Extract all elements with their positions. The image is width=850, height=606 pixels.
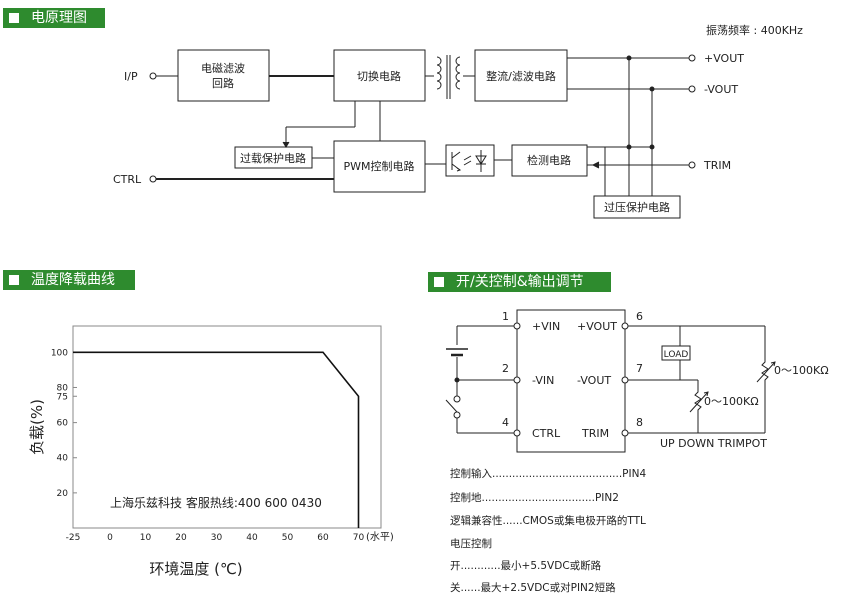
chart-y-tick-label: 40 (57, 454, 69, 464)
overvoltage-protection-label: 过压保护电路 (604, 200, 670, 214)
oscillation-frequency: 振荡频率 : 400KHz (706, 23, 803, 37)
detection-label: 检测电路 (527, 153, 571, 167)
chart-x-tick-label: 0 (107, 533, 113, 543)
control-note-2: 控制地..................................PIN… (450, 492, 619, 504)
chart-watermark: 上海乐兹科技 客服热线:400 600 0430 (110, 495, 322, 510)
ctrl-label: CTRL (113, 173, 142, 186)
control-note-1: 控制输入....................................… (450, 468, 647, 480)
chart-y-tick-label: 80 (57, 383, 69, 393)
chart-x-unit: (水平) (366, 531, 394, 543)
control-header: 开/关控制&输出调节 (428, 272, 611, 292)
derating-header: 温度降载曲线 (3, 270, 135, 290)
vout-pos-terminal (688, 54, 696, 62)
resistor-2-label: 0～100KΩ (704, 395, 759, 408)
switch-icon (445, 395, 461, 419)
pin-4: 4 (502, 416, 509, 429)
chart-x-tick-label: 70 (353, 533, 365, 543)
chart-y-axis-label: 负载(%) (28, 399, 46, 455)
chart-y-tick-label: 60 (57, 419, 69, 429)
chart-x-tick-label: -25 (66, 533, 81, 543)
overvoltage-protection-block (593, 195, 681, 219)
chart-plot-frame (72, 325, 382, 529)
schematic-header: 电原理图 (3, 8, 105, 28)
module-block (516, 309, 626, 453)
overload-protection-block (234, 146, 313, 169)
ctrl-pin-label: CTRL (532, 427, 561, 440)
pin-8: 8 (636, 416, 643, 429)
input-terminal (149, 72, 157, 80)
square-bullet-icon (9, 275, 19, 285)
square-bullet-icon (9, 13, 19, 23)
pwm-control-label: PWM控制电路 (343, 159, 414, 173)
vout-pos-label: +VOUT (704, 52, 744, 65)
chart-x-tick-label: 20 (175, 533, 187, 543)
vout-neg-terminal (688, 85, 696, 93)
derating-curve (73, 351, 360, 528)
chart-x-axis-label: 环境温度 (℃) (149, 560, 242, 578)
pin-1: 1 (502, 310, 509, 323)
control-note-5: 开............最小+5.5VDC或断路 (450, 560, 602, 572)
emi-filter-label-2: 回路 (212, 77, 234, 90)
emi-filter-label-1: 电磁滤波 (201, 62, 245, 75)
vout-pos-pin-label: +VOUT (577, 320, 617, 333)
battery-icon (446, 348, 468, 357)
pin-2: 2 (502, 362, 509, 375)
rectifier-label: 整流/滤波电路 (486, 69, 556, 83)
pwm-control-block (333, 140, 426, 193)
chart-x-tick-label: 30 (211, 533, 223, 543)
chart-x-tick-label: 60 (317, 533, 329, 543)
trim-pin-label: TRIM (581, 427, 609, 440)
overload-protection-label: 过载保护电路 (240, 151, 306, 165)
switching-label: 切换电路 (357, 69, 401, 83)
load-block (661, 345, 691, 361)
control-note-3: 逻辑兼容性......CMOS或集电极开路的TTL (450, 515, 646, 527)
pin-7: 7 (636, 362, 643, 375)
chart-y-tick-label: 20 (57, 489, 69, 499)
trim-terminal (688, 161, 696, 169)
chart-y-tick-label: 75 (57, 392, 68, 402)
square-bullet-icon (434, 277, 444, 287)
ctrl-terminal (149, 175, 157, 183)
resistor-1-label: 0～100KΩ (774, 364, 829, 377)
optocoupler-block (445, 144, 495, 177)
optocoupler-icon (451, 150, 487, 172)
chart-x-tick-label: 50 (282, 533, 294, 543)
vin-pos-label: +VIN (532, 320, 560, 333)
control-note-6: 关......最大+2.5VDC或对PIN2短路 (450, 582, 616, 594)
control-note-4: 电压控制 (450, 538, 492, 550)
switching-block (333, 49, 426, 102)
chart-x-tick-label: 10 (140, 533, 152, 543)
rectifier-block (474, 49, 568, 102)
vout-neg-pin-label: -VOUT (577, 374, 611, 387)
vin-neg-label: -VIN (532, 374, 554, 387)
vout-neg-label: -VOUT (704, 83, 738, 96)
chart-x-tick-label: 40 (246, 533, 258, 543)
emi-filter-block (177, 49, 270, 102)
load-label: LOAD (664, 350, 689, 360)
detection-block (511, 144, 588, 177)
trim-label: TRIM (703, 159, 731, 172)
transformer-icon (436, 55, 461, 99)
input-label: I/P (124, 70, 138, 83)
pin-6: 6 (636, 310, 643, 323)
chart-y-tick-label: 100 (51, 348, 68, 358)
trimpot-label: UP DOWN TRIMPOT (660, 437, 767, 450)
